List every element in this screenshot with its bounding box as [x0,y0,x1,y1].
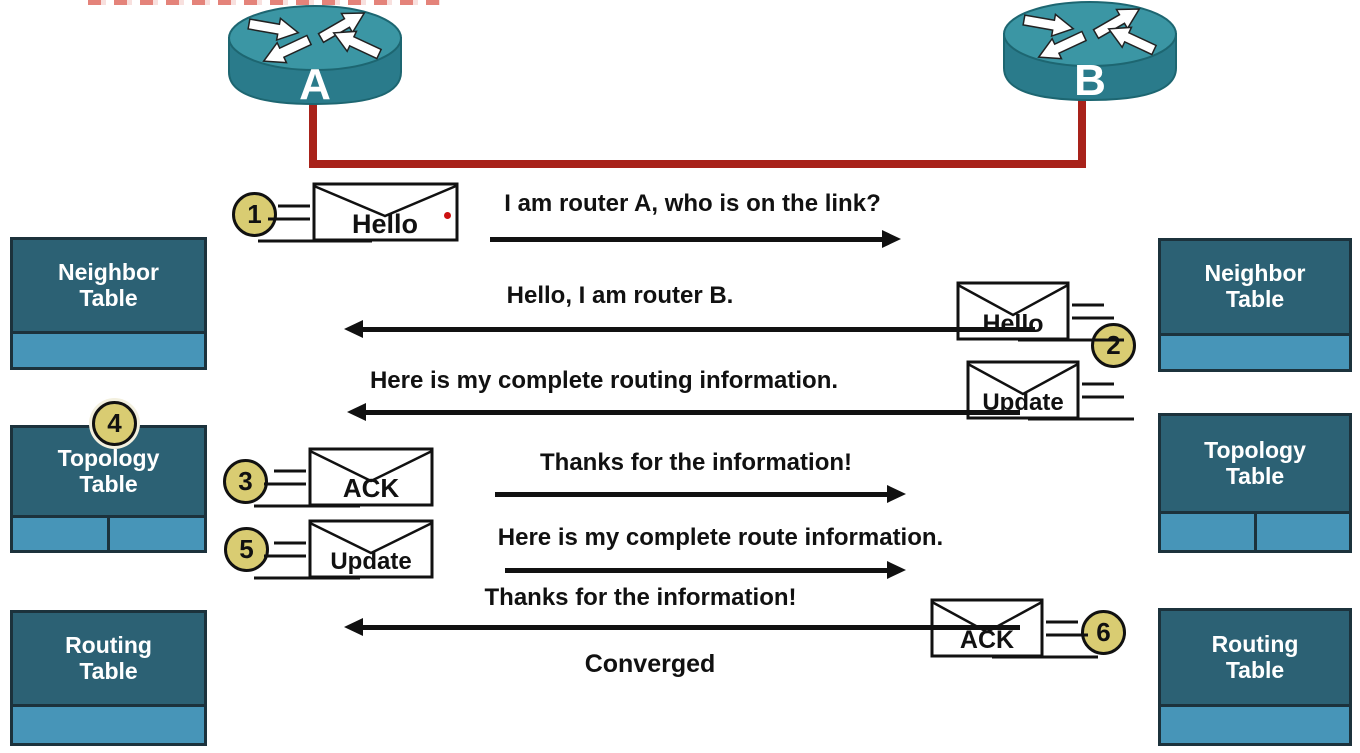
message-text-3: Here is my complete routing information. [369,367,839,394]
link-segment-a [309,100,317,164]
clipped-red-text [88,0,440,5]
message-text-5: Here is my complete route information. [497,524,944,551]
topology-table-left: Topology Table [10,425,207,553]
message-text-6: Thanks for the information! [484,584,797,611]
table-empty-cell [1253,514,1350,550]
update-packet-icon-b: Update [966,360,1134,421]
neighbor-table-left: Neighbor Table [10,237,207,370]
ack-packet-icon-3: ACK [254,447,434,508]
routing-table-right: Routing Table [1158,608,1352,746]
router-a-label: A [299,60,331,108]
converged-label: Converged [584,650,716,678]
topology-table-right: Topology Table [1158,413,1352,553]
router-arrows-icon [247,12,383,64]
table-empty-row [13,331,204,367]
envelope-label: Hello [352,209,418,239]
table-title-line2: Table [79,657,138,684]
step-2-badge: 2 [1091,323,1136,368]
table-empty-row [13,515,204,550]
table-title-line2: Table [1225,656,1285,683]
link-segment-b [1078,98,1086,164]
table-empty-cell [107,518,204,550]
table-title: Neighbor Table [13,240,204,331]
table-empty-row [1161,704,1349,743]
envelope-label: ACK [343,473,400,503]
table-empty-row [13,704,204,743]
hello-packet-icon-2: Hello [956,281,1124,342]
arrow-b-to-a-6 [344,618,1020,636]
arrow-a-to-b-4 [495,485,906,503]
table-title-line2: Table [1225,462,1285,489]
ack-packet-icon-6: ACK [930,598,1098,659]
link-segment-middle [309,160,1086,168]
step-4-badge: 4 [92,401,137,446]
table-title-line2: Table [79,284,138,311]
table-title: Routing Table [1161,611,1349,704]
neighbor-table-right: Neighbor Table [1158,238,1352,372]
hello-packet-icon-1: Hello [258,182,459,243]
arrow-b-to-a-2 [344,320,1035,338]
envelope-label: ACK [960,626,1014,654]
message-text-1: I am router A, who is on the link? [504,190,881,217]
step-5-badge: 5 [224,527,269,572]
step-6-badge: 6 [1081,610,1126,655]
router-a-icon: A [228,5,402,108]
arrow-a-to-b-5 [505,561,906,579]
table-title-line1: Routing [1211,630,1299,657]
step-1-badge: 1 [232,192,277,237]
table-title-line1: Neighbor [1204,260,1306,287]
envelope-label: Hello [982,310,1043,338]
update-packet-icon-5: Update [254,519,434,580]
message-text-2: Hello, I am router B. [506,282,734,309]
table-empty-row [1161,333,1349,369]
table-title: Routing Table [13,613,204,704]
routing-table-left: Routing Table [10,610,207,746]
table-empty-row [1161,511,1349,550]
table-title-line2: Table [1225,286,1285,312]
router-arrows-icon [1022,8,1158,60]
step-3-badge: 3 [223,459,268,504]
table-title: Neighbor Table [1161,241,1349,333]
message-text-4: Thanks for the information! [540,449,852,476]
table-title-line1: Topology [57,444,160,471]
arrow-a-to-b-1 [490,230,901,248]
router-b-label: B [1074,56,1106,104]
red-dot [444,212,451,219]
table-title-line2: Table [79,470,138,497]
table-empty-cell [13,518,107,550]
table-title: Topology Table [1161,416,1349,511]
table-empty-cell [1161,514,1254,550]
table-title-line1: Neighbor [58,258,159,285]
table-title-line1: Topology [1204,436,1306,463]
envelope-label: Update [330,548,411,575]
arrow-b-to-a-3 [347,403,1020,421]
router-b-icon: B [1003,1,1177,104]
table-title-line1: Routing [65,631,152,658]
